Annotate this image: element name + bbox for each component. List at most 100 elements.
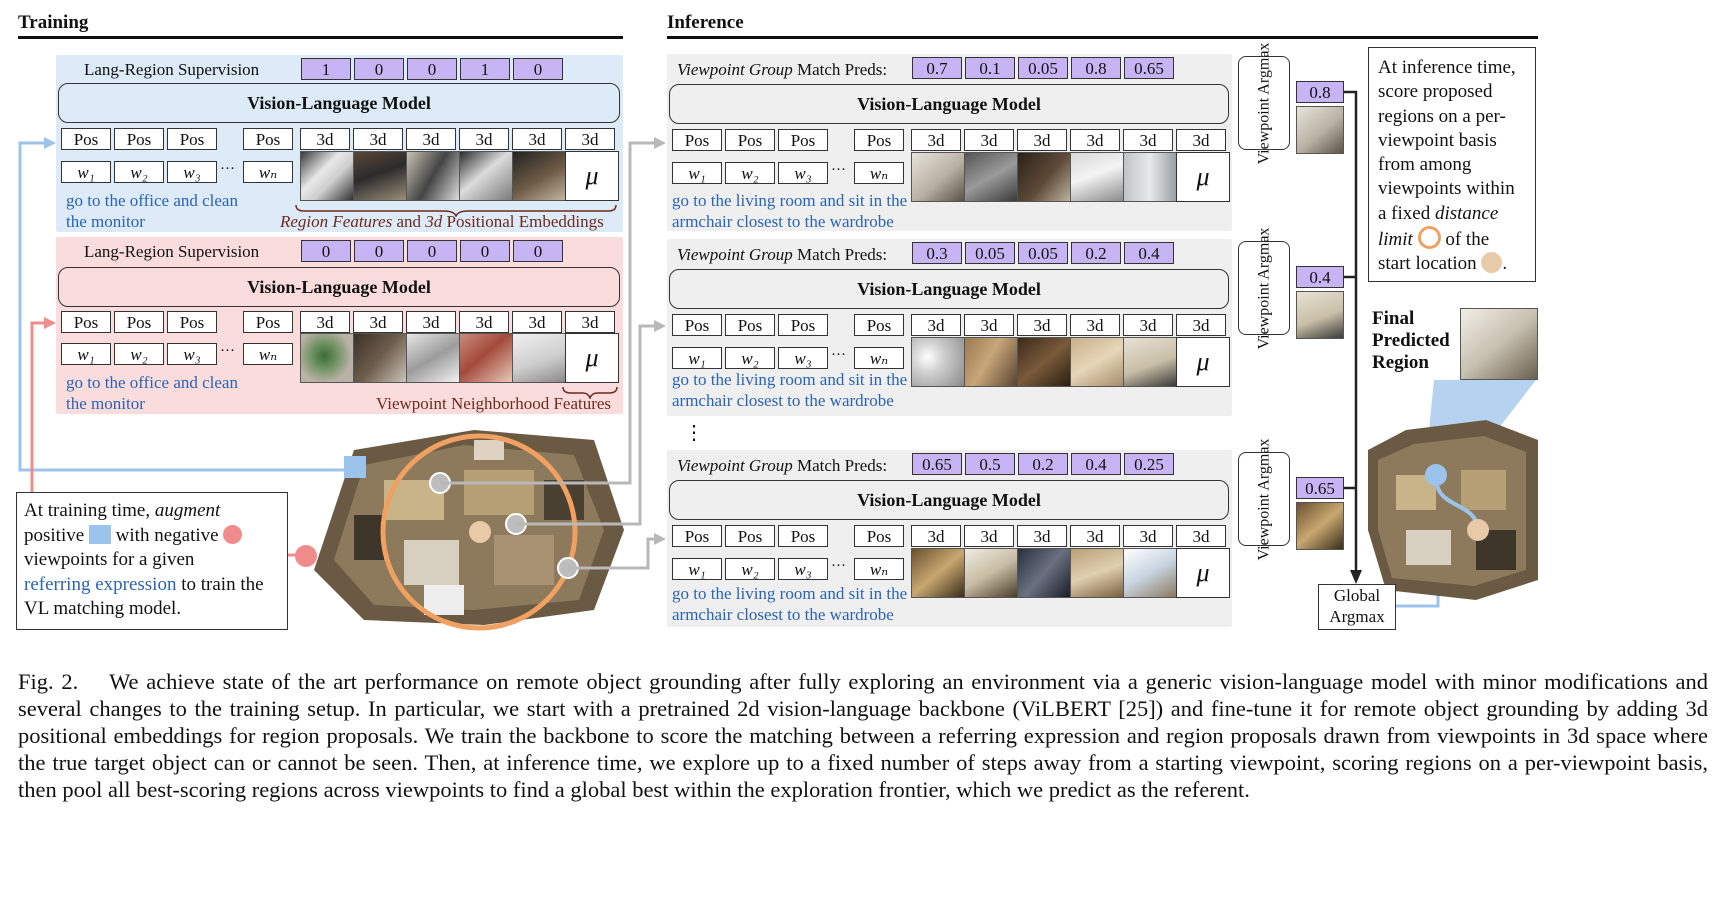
dim-3d: 3d (1070, 525, 1120, 547)
region-thumbnail-desk (353, 151, 407, 201)
match-preds-label: Viewpoint Group Match Preds: (677, 60, 888, 79)
dim-3d: 3d (964, 525, 1014, 547)
supervision-score: 0 (513, 58, 563, 80)
region-thumbnail-pillow (1123, 548, 1177, 598)
pos-token: Pos (672, 129, 722, 151)
viewpoint-link (516, 324, 655, 526)
negative-dot-icon (223, 524, 243, 544)
match-pred-score: 0.4 (1071, 453, 1121, 475)
pos-token: Pos (778, 525, 828, 547)
region-brace (295, 204, 617, 217)
mu-feature: μ (1176, 152, 1230, 202)
pos-token: Pos (167, 311, 217, 333)
region-thumbnail-monitor (300, 151, 354, 201)
dim-3d: 3d (964, 129, 1014, 151)
pos-token: Pos (61, 128, 111, 150)
word-token: w₁ (672, 347, 722, 369)
vision-language-model: Vision-Language Model (669, 84, 1229, 124)
word-token: w₃ (167, 161, 217, 183)
supervision-score: 1 (460, 58, 510, 80)
dim-3d: 3d (911, 525, 961, 547)
dim-3d: 3d (1123, 525, 1173, 547)
pos-token: Pos (854, 129, 904, 151)
training-rule (18, 36, 623, 39)
match-pred-score: 0.05 (1018, 242, 1068, 264)
vision-language-model: Vision-Language Model (58, 267, 620, 307)
supervision-score: 1 (301, 58, 351, 80)
brace-label: Region Features and 3d Positional Embedd… (280, 212, 604, 231)
match-preds-label: Viewpoint Group Match Preds: (677, 245, 888, 264)
viewpoint-link-arrowhead (654, 533, 666, 545)
dim-3d: 3d (1123, 129, 1173, 151)
best-region-thumbnail (1296, 106, 1344, 154)
dim-3d: 3d (1017, 525, 1067, 547)
inference-row-panel: Viewpoint Group Match Preds: 0.7 0.1 0.0… (667, 54, 1232, 231)
dim-3d: 3d (1176, 314, 1226, 336)
supervision-label: Lang-Region Supervision (84, 242, 260, 261)
inference-header: Inference (667, 12, 744, 33)
final-region-thumbnail (1460, 308, 1538, 380)
supervision-score: 0 (513, 240, 563, 262)
ellipsis: ··· (220, 343, 235, 359)
dim-3d: 3d (459, 128, 509, 150)
word-token: wₙ (243, 161, 293, 183)
supervision-score: 0 (407, 58, 457, 80)
supervision-score: 0 (354, 58, 404, 80)
caption-text: We achieve state of the art performance … (18, 669, 1709, 802)
dim-3d: 3d (353, 128, 403, 150)
predicted-viewpoint-marker (1425, 464, 1447, 486)
mu-feature: μ (565, 151, 619, 201)
dim-3d: 3d (1176, 525, 1226, 547)
best-region-thumbnail (1296, 502, 1344, 550)
dim-3d: 3d (964, 314, 1014, 336)
pos-token: Pos (854, 525, 904, 547)
word-token: w₂ (114, 343, 164, 365)
region-thumbnail-wall (406, 333, 460, 383)
word-token: wₙ (854, 558, 904, 580)
viewpoint-argmax: Viewpoint Argmax (1238, 438, 1290, 560)
ellipsis: ··· (831, 162, 846, 178)
brace-label: Viewpoint Neighborhood Features (376, 394, 612, 413)
supervision-score: 0 (407, 240, 457, 262)
match-pred-score: 0.2 (1071, 242, 1121, 264)
viewpoint-argmax: Viewpoint Argmax (1238, 227, 1290, 349)
dim-3d: 3d (300, 128, 350, 150)
pos-token: Pos (114, 311, 164, 333)
viewpoint-link-arrowhead (654, 137, 666, 149)
region-thumbnail-picture (1017, 337, 1071, 387)
word-token: wₙ (854, 347, 904, 369)
region-thumbnail-sofa (1070, 152, 1124, 202)
word-token: wₙ (854, 162, 904, 184)
dim-3d: 3d (1070, 314, 1120, 336)
training-positive-panel: Lang-Region Supervision 1 0 0 1 0 Vision… (56, 55, 623, 232)
word-token: w₁ (672, 162, 722, 184)
word-token: w₃ (778, 162, 828, 184)
positive-square-icon (88, 524, 111, 544)
match-pred-score: 0.2 (1018, 453, 1068, 475)
neighborhood-brace (562, 386, 618, 399)
pos-token: Pos (243, 311, 293, 333)
match-pred-score: 0.3 (912, 242, 962, 264)
positive-viewpoint-marker (344, 456, 366, 478)
dim-3d: 3d (1017, 314, 1067, 336)
inference-connectors (440, 90, 1444, 608)
region-thumbnail-plant (300, 333, 354, 383)
distance-limit-circle (380, 433, 578, 631)
dim-3d: 3d (353, 311, 403, 333)
word-token: w₃ (778, 558, 828, 580)
region-thumbnail-sink (512, 333, 566, 383)
viewpoint-link (568, 537, 655, 570)
region-thumbnail-lamp (964, 152, 1018, 202)
pos-token: Pos (672, 525, 722, 547)
positive-arrowhead (44, 137, 56, 149)
pos-token: Pos (725, 314, 775, 336)
region-thumbnail-cushion (964, 548, 1018, 598)
caption-label: Fig. 2. (18, 669, 79, 694)
word-token: w₁ (61, 343, 111, 365)
ellipsis: ··· (220, 161, 235, 177)
pos-token: Pos (672, 314, 722, 336)
